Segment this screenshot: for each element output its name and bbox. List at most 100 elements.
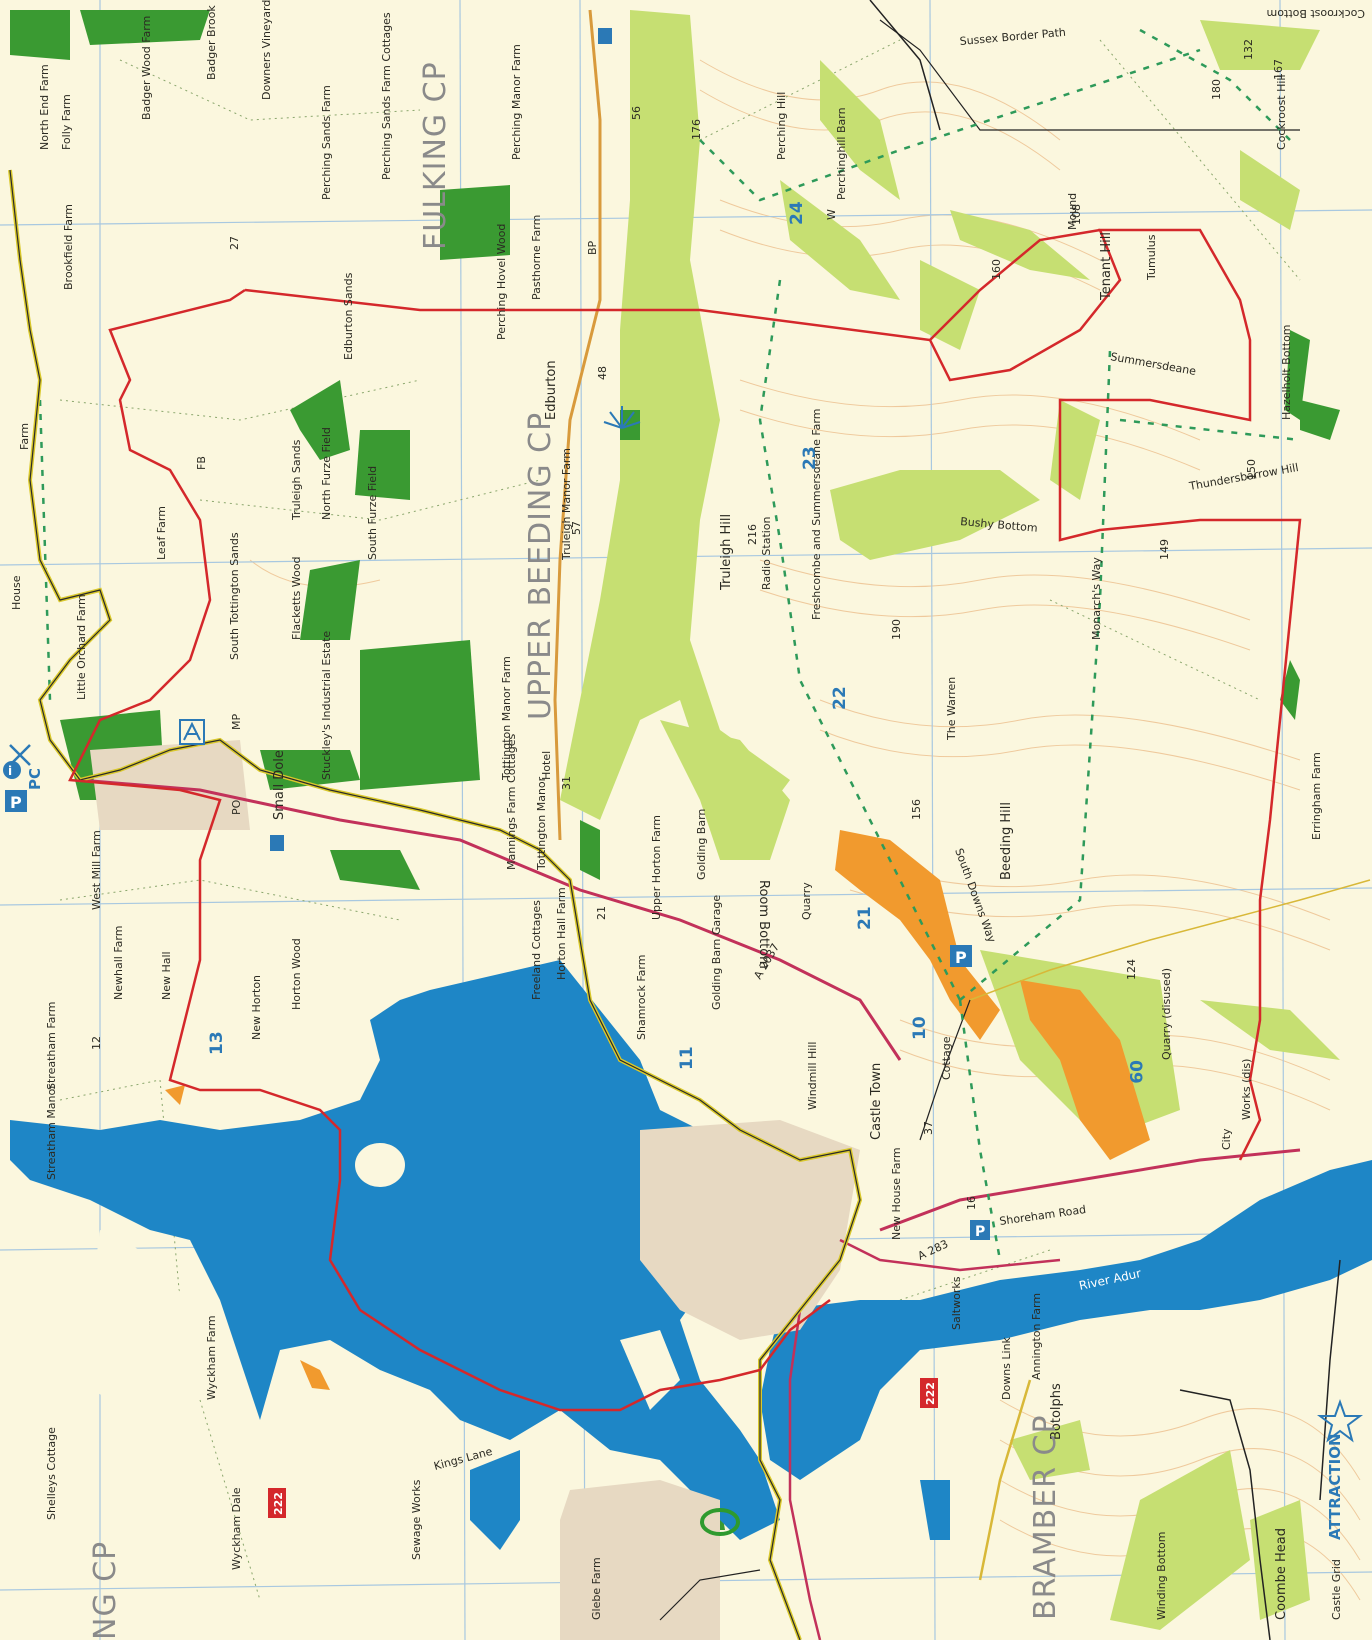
label-cp-left: NG CP [88, 1541, 123, 1640]
label-house: House [10, 575, 23, 610]
label-upper-horton-farm: Upper Horton Farm [650, 815, 663, 920]
label-mound: Mound [1066, 193, 1079, 230]
spot-height-216: 216 [746, 524, 759, 545]
telephone-icon[interactable] [598, 28, 612, 44]
river-channel [760, 1160, 1372, 1480]
label-manor-farm-cottages: Mannings Farm Cottages [505, 733, 518, 870]
spot-height-149: 149 [1158, 539, 1171, 560]
label-freshcombe: Freshcombe and Summersdeane Farm [810, 409, 823, 620]
label-south-furze-field: South Furze Field [366, 466, 379, 560]
parking-icon[interactable]: P [970, 1220, 990, 1240]
label-perching-manor-farm: Perching Manor Farm [510, 44, 523, 160]
label-attraction: ATTRACTION [1326, 1433, 1344, 1540]
spot-height-31: 31 [560, 776, 573, 790]
label-cottage: Cottage [940, 1036, 953, 1080]
road-badge-222-east: 222 [924, 1382, 937, 1405]
label-perching-sands-farm: Perching Sands Farm [320, 85, 333, 200]
grid-number-11: 11 [677, 1046, 697, 1070]
grid-number-09: 09 [1125, 1060, 1145, 1084]
grid-number-22: 22 [830, 686, 850, 710]
urban-area [90, 740, 860, 1640]
label-upper-beeding-cp: UPPER BEEDING CP [523, 412, 558, 720]
spot-height-21: 21 [595, 906, 608, 920]
label-tumulus: Tumulus [1145, 234, 1158, 281]
label-wyckham-farm: Wyckham Farm [205, 1315, 218, 1400]
label-monarchs-way: Monarch's Way [1090, 557, 1103, 640]
label-glebe-farm: Glebe Farm [590, 1557, 603, 1620]
label-shelleys-cottage: Shelleys Cottage [45, 1427, 58, 1520]
label-new-horton: New Horton [250, 975, 263, 1040]
label-newhall-farm: Newhall Farm [112, 926, 125, 1000]
label-the-warren: The Warren [945, 677, 958, 741]
spot-height-160: 160 [990, 259, 1003, 280]
label-coombe-head: Coombe Head [1274, 1528, 1289, 1620]
spot-height-56: 56 [630, 106, 643, 120]
spot-height-57: 57 [570, 521, 583, 535]
orange-areas [165, 830, 1150, 1390]
spot-height-37: 37 [922, 1121, 935, 1135]
label-perchinghill-barn: Perchinghill Barn [835, 107, 848, 200]
grid-number-10: 10 [910, 1016, 930, 1040]
label-saltworks: Saltworks [950, 1276, 963, 1330]
label-perching-sands-cottages: Perching Sands Farm Cottages [380, 12, 393, 180]
label-freeland-cottages: Freeland Cottages [530, 900, 543, 1000]
label-mp: MP [230, 714, 243, 730]
svg-text:P: P [975, 1224, 985, 1240]
label-bp: BP [586, 240, 599, 255]
spot-heights: 56 48 57 31 21 37 27 12 16 149 156 216 1… [90, 39, 1285, 1210]
label-farm: Farm [18, 423, 31, 450]
spot-height-150: 150 [1245, 459, 1258, 480]
circular-walk-icon[interactable] [700, 1508, 740, 1536]
roads [79, 0, 1371, 1640]
label-golding-barn: Golding Barn [695, 809, 708, 880]
label-brookfield-farm: Brookfield Farm [62, 204, 75, 290]
road-badge-222-west: 222 [272, 1492, 285, 1515]
svg-text:P: P [955, 948, 967, 967]
spot-height-176: 176 [690, 119, 703, 140]
label-new-hall: New Hall [160, 951, 173, 1000]
water-bodies [10, 960, 1372, 1550]
label-stuckleys-estate: Stuckley's Industrial Estate [320, 631, 333, 780]
label-cockroost-bottom: Cockroost Bottom [1267, 7, 1365, 20]
label-small-dole: Small Dole [272, 750, 287, 820]
parking-icon[interactable]: P [950, 945, 972, 967]
label-golding-barn-garage: Golding Barn Garage [710, 895, 723, 1010]
attraction-star-icon[interactable] [1317, 1399, 1363, 1443]
label-truleigh-hill: Truleigh Hill [719, 514, 734, 591]
picnic-site-icon[interactable] [179, 719, 205, 745]
label-horton-hall-farm: Horton Hall Farm [555, 887, 568, 980]
label-perching-hovel-wood: Perching Hovel Wood [495, 224, 508, 340]
label-wyckham-dale: Wyckham Dale [230, 1487, 243, 1570]
boundary-red-inner [929, 228, 1101, 341]
cross-icon[interactable] [9, 744, 31, 766]
main-floodplain [10, 960, 780, 1540]
label-north-end-farm: North End Farm [38, 64, 51, 150]
label-city: City [1220, 1128, 1233, 1150]
viewpoint-icon[interactable] [603, 406, 641, 429]
spot-height-156: 156 [910, 799, 923, 820]
label-fb: FB [195, 456, 208, 470]
spot-height-27: 27 [228, 236, 241, 250]
label-north-furze-field: North Furze Field [320, 427, 333, 520]
field-boundaries [59, 39, 1301, 1601]
label-windmill-hill: Windmill Hill [806, 1042, 819, 1110]
label-streatham-manor: Streatham Manor [45, 1084, 58, 1180]
label-pasthorne-farm: Pasthorne Farm [530, 215, 543, 300]
information-icon[interactable]: i [3, 761, 21, 779]
rights-of-way [38, 28, 1301, 1261]
road-badges: 222 222 [268, 1378, 938, 1518]
spot-height-167: 167 [1272, 59, 1285, 80]
grid-number-23: 23 [800, 446, 820, 470]
label-quarry-disused: Quarry (disused) [1160, 968, 1173, 1060]
spot-height-180: 180 [1210, 79, 1223, 100]
label-tenant-hill: Tenant Hill [1099, 232, 1114, 301]
spot-height-12: 12 [90, 1036, 103, 1050]
grid-number-21: 21 [855, 906, 875, 930]
label-edburton-sands: Edburton Sands [342, 272, 355, 360]
parking-icon[interactable]: P [5, 790, 27, 812]
telephone-icon[interactable] [270, 835, 284, 851]
label-little-orchard-farm: Little Orchard Farm [75, 594, 88, 700]
boundary-yellow-dark [9, 169, 861, 1640]
boundary-red [68, 228, 1302, 1412]
